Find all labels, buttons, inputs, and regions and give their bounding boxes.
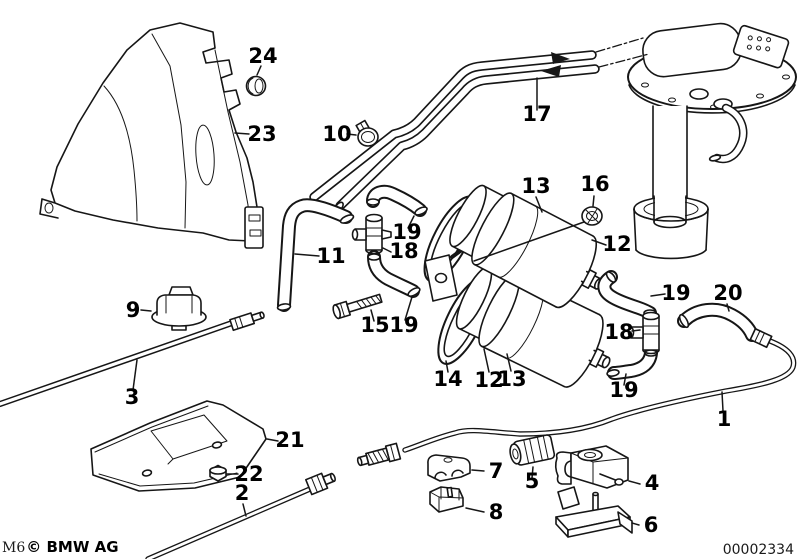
clamp-lower-half [429, 486, 464, 513]
elbow-hose-20 [677, 302, 759, 342]
formed-hose-11 [276, 198, 355, 312]
filter-outlet-union [581, 269, 597, 289]
copyright-line: M6© BMW AG [2, 538, 119, 556]
pipe-clip [151, 286, 207, 331]
line-end-fitting [356, 442, 402, 467]
elbow-hose-19-lower-left [367, 250, 421, 298]
callout-15: 15 [360, 313, 389, 337]
callout-4: 4 [645, 471, 660, 495]
support-bracket [555, 486, 633, 538]
flow-arrow-right [551, 52, 570, 64]
callout-18-a: 18 [389, 239, 418, 263]
elbow-hose-19-lower-right [606, 346, 658, 380]
callout-5: 5 [525, 469, 540, 493]
callout-labels: 1 2 3 4 5 6 7 8 9 10 11 12 12 13 13 14 1… [125, 44, 743, 537]
hose-clamp [355, 119, 379, 147]
grommet [245, 75, 267, 97]
fuel-line-3 [0, 311, 265, 408]
fuel-pipes-pair [309, 50, 600, 213]
callout-22: 22 [234, 462, 263, 486]
copyright-owner: © BMW AG [26, 538, 118, 556]
clamp-upper-half [427, 454, 471, 482]
leader-lines [132, 65, 730, 526]
fuel-line-1 [356, 338, 797, 467]
elbow-hose-19-upper-right [597, 270, 657, 320]
pump-connector [732, 24, 790, 69]
callout-24: 24 [248, 44, 277, 68]
callout-7: 7 [489, 459, 504, 483]
callout-6: 6 [644, 513, 659, 537]
elbow-hose-19-upper-left [366, 184, 428, 217]
filter-outlet-union [589, 347, 605, 368]
callout-11: 11 [316, 244, 345, 268]
t-connector-left [351, 213, 392, 255]
alignment-line [595, 37, 644, 53]
lock-nut [473, 206, 603, 262]
callout-18-b: 18 [604, 320, 633, 344]
callout-14: 14 [433, 367, 462, 391]
hex-nut [209, 464, 227, 482]
copyright-prefix: M6 [2, 540, 25, 556]
fuel-filter-upper [449, 184, 603, 309]
mounting-screw [332, 293, 383, 320]
rubber-damper [509, 434, 556, 466]
t-connector-right [627, 311, 660, 355]
callout-2: 2 [235, 481, 250, 505]
callout-9: 9 [126, 298, 141, 322]
fuel-line-2 [145, 472, 336, 559]
pipe-holder [554, 445, 629, 489]
callout-20: 20 [713, 281, 742, 305]
callout-21: 21 [275, 428, 304, 452]
callout-19-d: 19 [609, 378, 638, 402]
callout-16: 16 [580, 172, 609, 196]
callout-19-b: 19 [389, 313, 418, 337]
callout-19-a: 19 [392, 220, 421, 244]
callout-13-a: 13 [521, 174, 550, 198]
cover-tab [244, 206, 264, 249]
pump-cup [633, 195, 709, 260]
callout-19-c: 19 [661, 281, 690, 305]
diagram-number: 00002334 [723, 542, 794, 558]
callout-3: 3 [125, 385, 140, 409]
callout-10: 10 [322, 122, 351, 146]
callout-12-a: 12 [602, 232, 631, 256]
callout-8: 8 [489, 500, 504, 524]
callout-23: 23 [247, 122, 276, 146]
pump-port [689, 88, 709, 100]
callout-13-b: 13 [497, 367, 526, 391]
callout-1: 1 [717, 407, 732, 431]
flow-arrow-left [541, 65, 561, 77]
cover-panel [39, 22, 264, 249]
barb-fitting [749, 327, 773, 349]
fuel-filter-lower [455, 266, 611, 388]
callout-12-b: 12 [474, 368, 503, 392]
callout-17: 17 [522, 102, 551, 126]
alignment-line [598, 53, 650, 68]
fuel-pump-unit [627, 22, 797, 260]
